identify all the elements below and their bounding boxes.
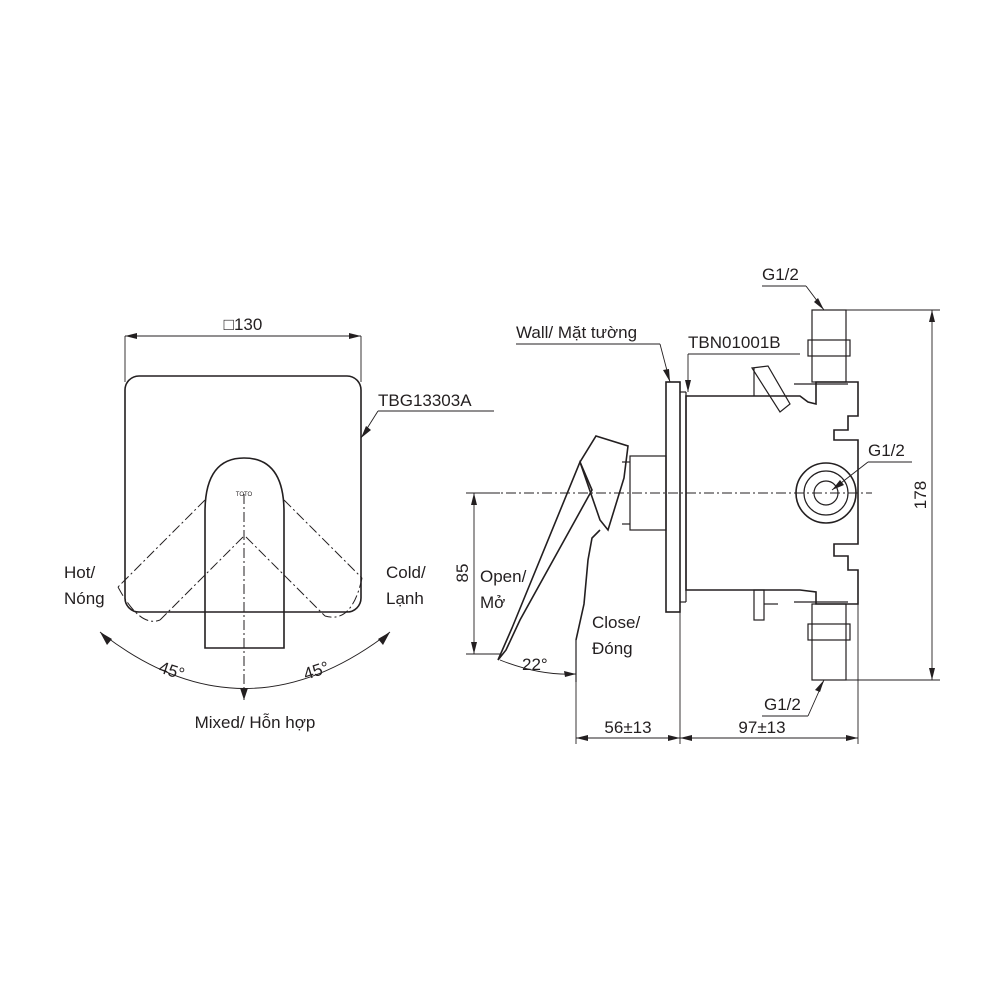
front-view: □130 TBG13303A TOTO 45° 45 [64,315,494,732]
outlet-mid [803,470,849,516]
top-connector-nut [807,339,851,357]
bottom-connector [811,603,847,681]
lever-closed [575,529,601,641]
depth-arrow-wall-r [680,735,692,741]
arrow-left [125,333,137,339]
wall-leader-arrow [663,369,670,382]
g-bottom-arrow [815,680,824,692]
h85-arrow-top [471,493,477,505]
height-dim-label: 178 [911,481,930,509]
g-mid-label: G1/2 [868,441,905,460]
depth-back-label: 97±13 [738,718,785,737]
h178-arrow-top [929,310,935,322]
handle-hot-position [117,499,244,622]
handle-cold-position [245,499,363,618]
wall-label: Wall/ Mặt tường [516,323,637,342]
outlet-outer [795,462,857,524]
cover-plate [124,375,362,613]
side-view: Wall/ Mặt tường TBN01001B [453,265,940,744]
body-code-label: TBN01001B [688,333,781,352]
lever-arm [497,459,593,661]
bottom-connector-nut [807,623,851,641]
wall-plate [665,381,681,613]
depth-front-label: 56±13 [604,718,651,737]
open-label-en: Open/ [480,567,527,586]
handle-mixed [204,457,285,649]
mixed-label: Mixed/ Hỗn hợp [195,713,316,732]
depth-arrow-back [846,735,858,741]
outlet-inner [813,480,839,506]
cold-label-vi: Lạnh [386,589,424,608]
angle-left-label: 45° [157,658,187,684]
close-label-vi: Đóng [592,639,633,658]
mixed-arrow [240,688,248,700]
arrow-right [349,333,361,339]
plate-leader-arrow [361,426,371,438]
plate-code-label: TBG13303A [378,391,472,410]
arc-arrow-right [378,632,390,645]
cold-label-en: Cold/ [386,563,426,582]
depth-arrow-wall-l [668,735,680,741]
angle-right-label: 45° [301,658,331,684]
arc-arrow-left [100,632,112,645]
angle-label: 22° [522,655,548,674]
g-top-arrow [814,298,824,310]
top-connector [811,309,847,383]
g-top-label: G1/2 [762,265,799,284]
g-bottom-label: G1/2 [764,695,801,714]
body-leader-arrow [685,380,691,392]
depth-arrow-front [576,735,588,741]
rotation-arc [99,631,391,689]
width-dim-label: □130 [224,315,263,334]
open-label-vi: Mở [480,593,505,612]
h178-arrow-bottom [929,668,935,680]
top-stop [750,365,791,413]
angle-arrow [564,671,576,677]
handle-height-label: 85 [453,564,472,583]
h85-arrow-bottom [471,642,477,654]
bottom-stub [753,589,765,621]
g-mid-arrow [832,480,844,490]
lever-head [579,435,629,532]
hot-label-vi: Nóng [64,589,105,608]
close-label-en: Close/ [592,613,640,632]
handle-hub [629,455,667,531]
hot-label-en: Hot/ [64,563,95,582]
